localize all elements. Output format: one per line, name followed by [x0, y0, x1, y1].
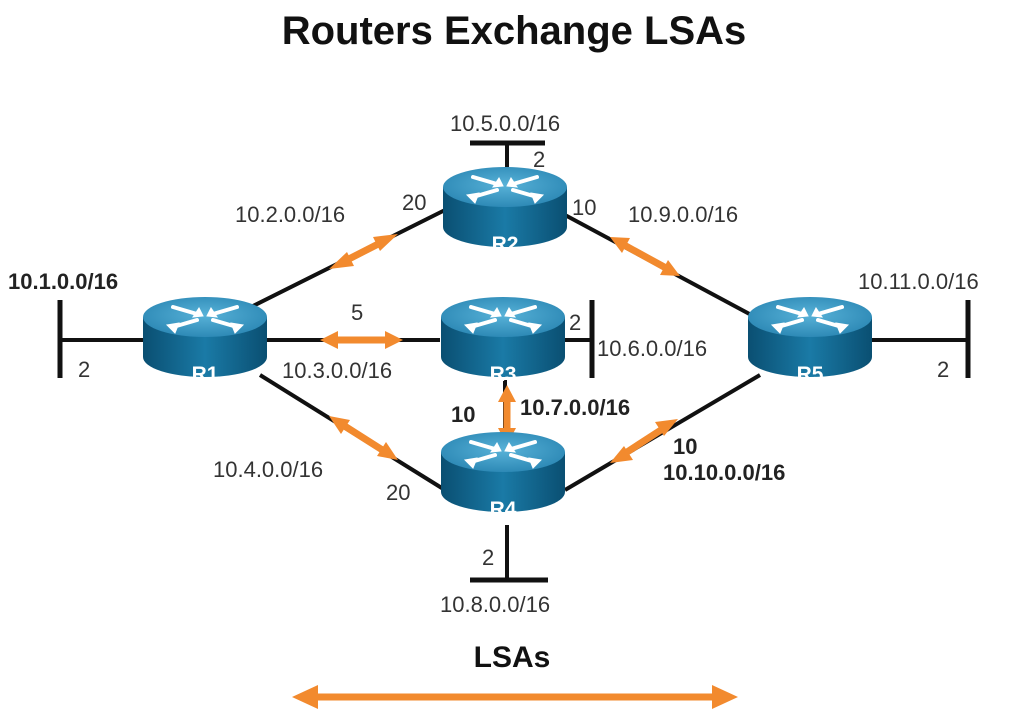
cost-r2-stub: 2 [533, 147, 545, 172]
lsa-arrow-r4-r5 [610, 419, 678, 463]
network-label-10-8: 10.8.0.0/16 [440, 592, 550, 617]
lsa-arrow-r2-r5 [610, 237, 680, 276]
network-label-10-7: 10.7.0.0/16 [520, 395, 630, 420]
network-label-10-1: 10.1.0.0/16 [8, 269, 118, 294]
cost-r5-stub: 2 [937, 357, 949, 382]
network-labels: 10.1.0.0/16 10.2.0.0/16 10.3.0.0/16 10.4… [8, 111, 979, 617]
router-r5: R5 [746, 295, 874, 386]
cost-r4-stub: 2 [482, 545, 494, 570]
network-label-10-3: 10.3.0.0/16 [282, 358, 392, 383]
legend-label: LSAs [474, 641, 551, 674]
router-label: R2 [492, 233, 519, 256]
cost-r1-r4: 20 [386, 480, 410, 505]
lsa-arrow-r1-r2 [329, 234, 398, 269]
network-label-10-10: 10.10.0.0/16 [663, 460, 785, 485]
network-label-10-9: 10.9.0.0/16 [628, 202, 738, 227]
network-label-10-4: 10.4.0.0/16 [213, 457, 323, 482]
cost-r1-stub: 2 [78, 357, 90, 382]
router-r3: R3 [439, 295, 567, 386]
router-r2: R2 [441, 165, 569, 256]
router-label: R5 [797, 363, 824, 386]
legend-lsa-arrow [292, 685, 738, 709]
network-label-10-6: 10.6.0.0/16 [597, 336, 707, 361]
cost-r2-r5: 10 [572, 195, 596, 220]
cost-labels: 2 20 2 10 5 2 10 20 2 10 2 [78, 147, 949, 570]
lsa-arrow-r1-r3 [320, 331, 403, 349]
network-label-10-2: 10.2.0.0/16 [235, 202, 345, 227]
router-r1: R1 [141, 295, 269, 386]
cost-r1-r2: 20 [402, 190, 426, 215]
cost-r3-r4: 10 [451, 402, 475, 427]
diagram-title: Routers Exchange LSAs [282, 9, 747, 53]
cost-r3-stub: 2 [569, 310, 581, 335]
cost-r1-r3: 5 [351, 300, 363, 325]
lsa-arrow-r1-r4 [329, 416, 398, 460]
cost-r4-r5: 10 [673, 434, 697, 459]
router-label: R1 [192, 363, 219, 386]
legend: LSAs [292, 641, 738, 709]
network-label-10-11: 10.11.0.0/16 [858, 269, 979, 294]
router-label: R4 [490, 498, 517, 521]
lsa-arrows [320, 234, 680, 463]
network-label-10-5: 10.5.0.0/16 [450, 111, 560, 136]
router-label: R3 [490, 363, 517, 386]
router-r4: R4 [439, 430, 567, 521]
